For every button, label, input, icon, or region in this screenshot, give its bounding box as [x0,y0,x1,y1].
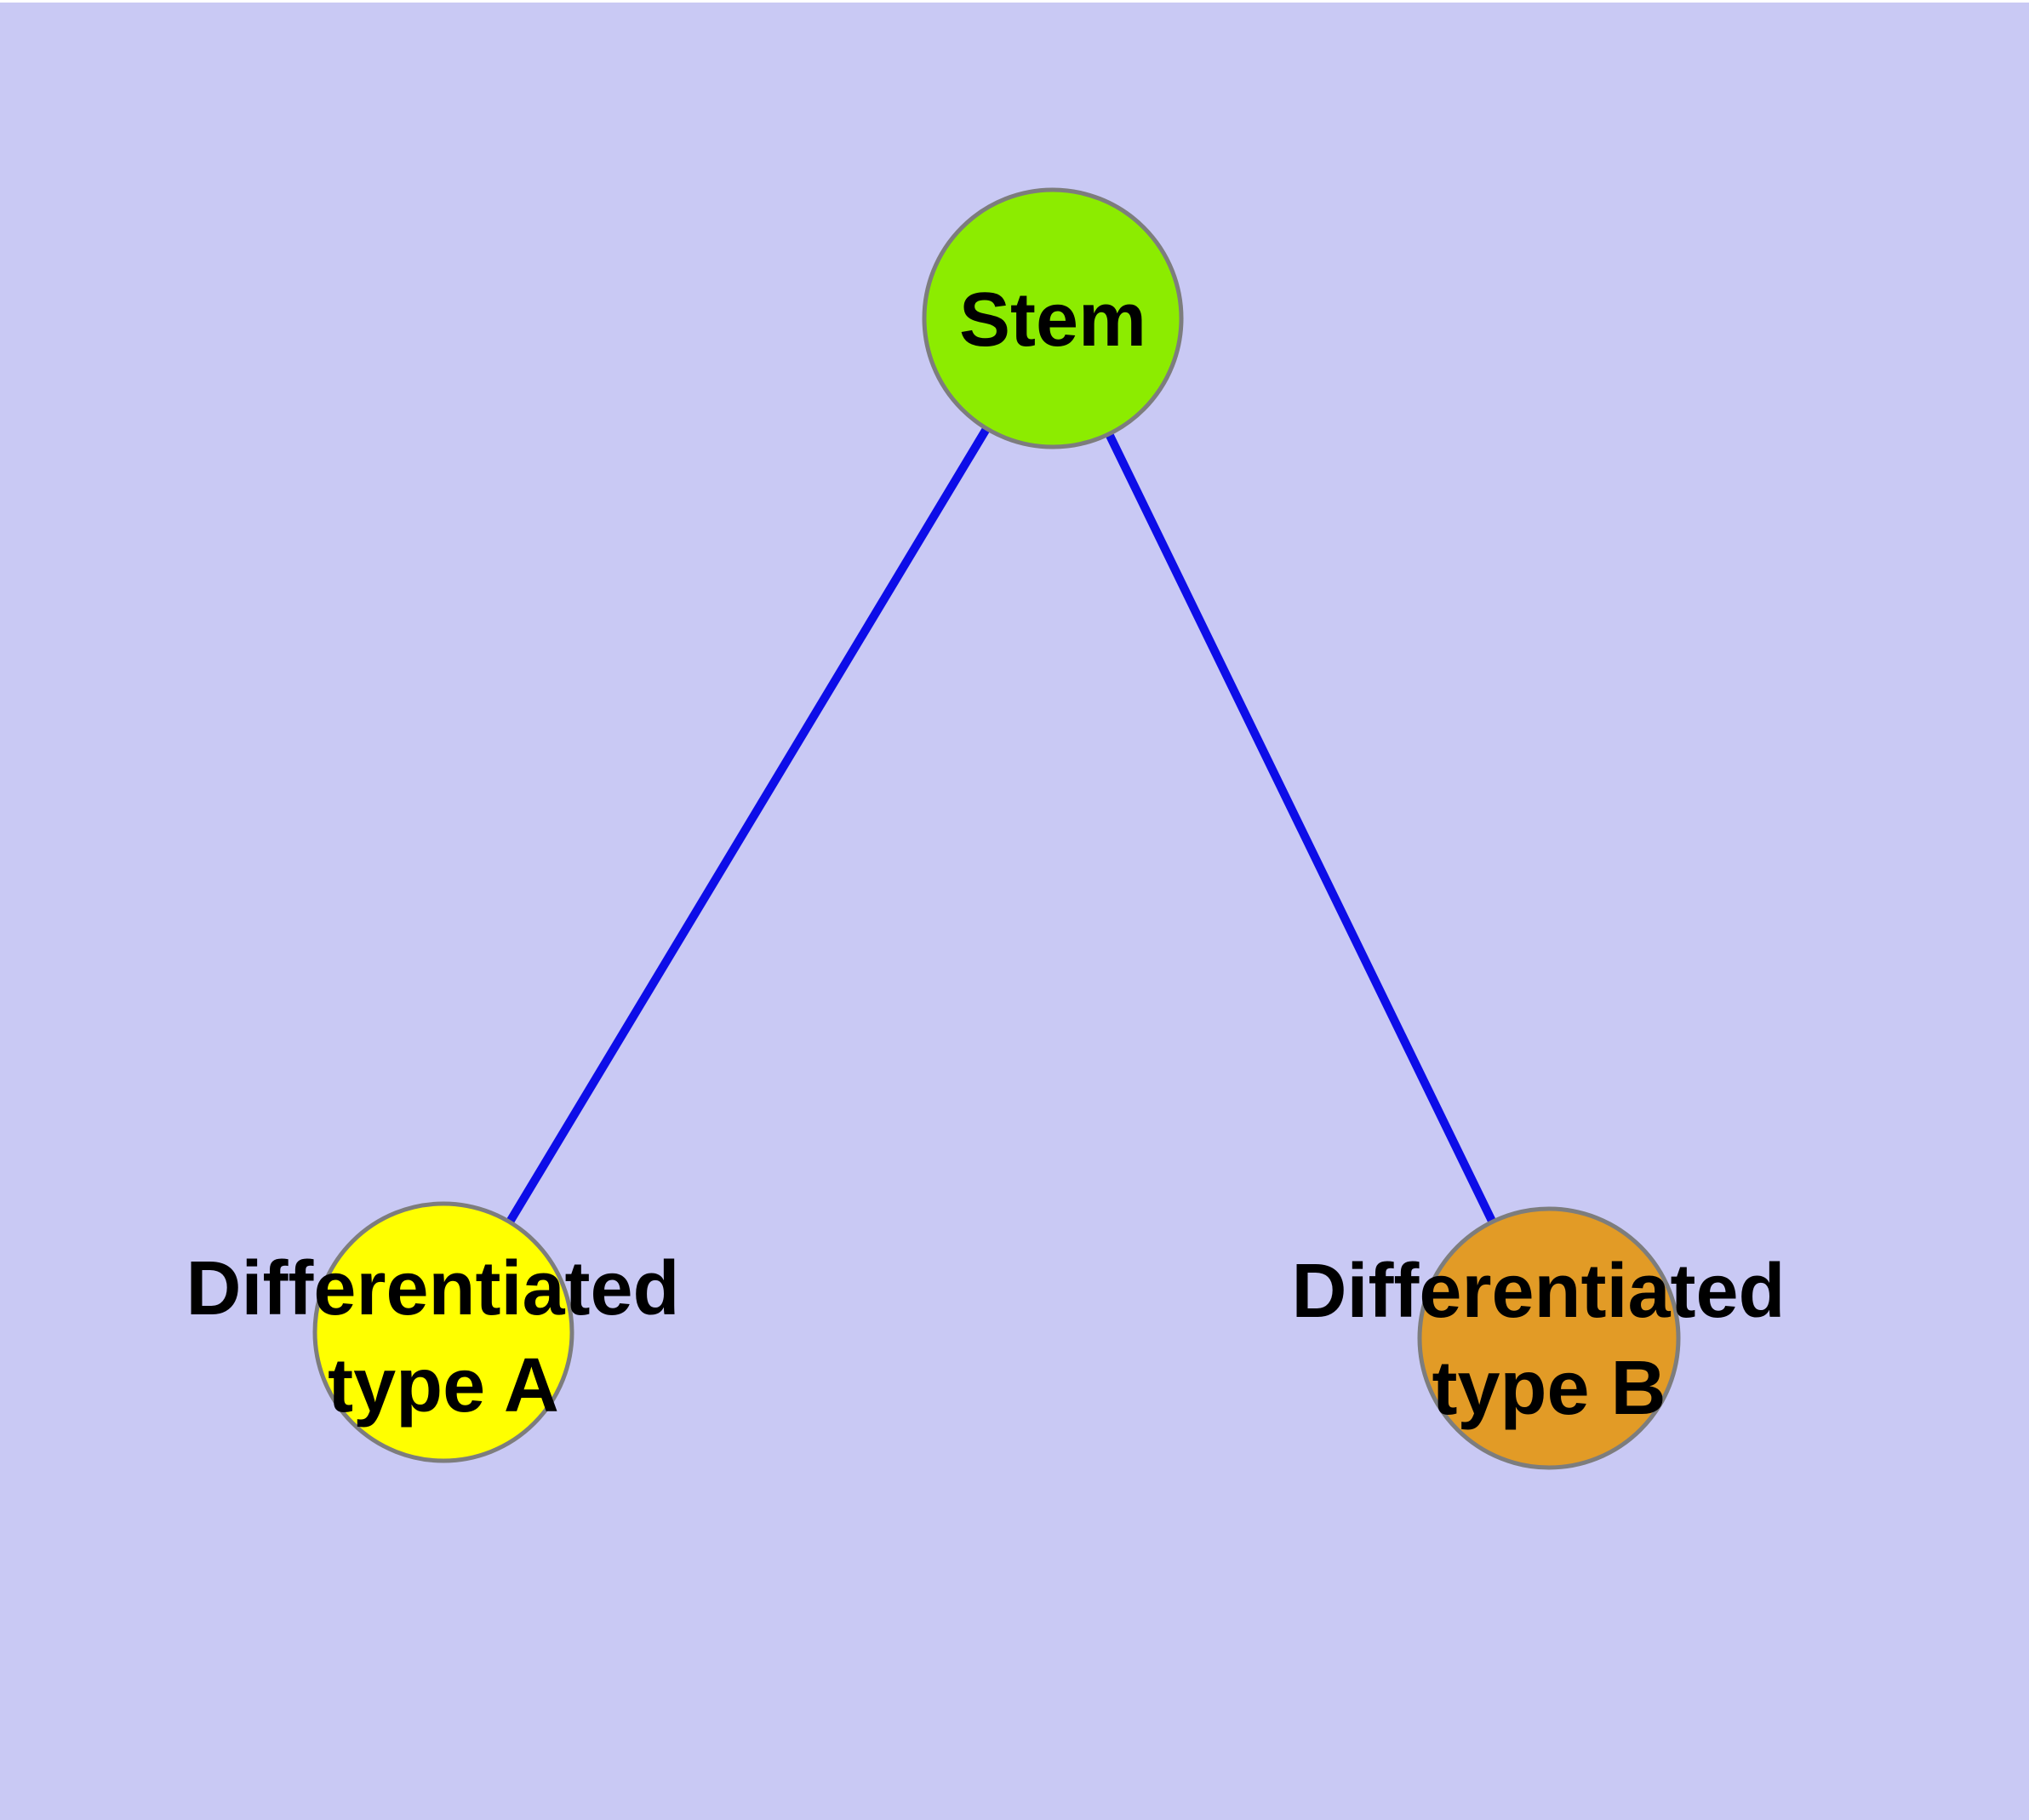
node-type-a [312,1201,574,1463]
node-label-type-a-line1: Differentiated [186,1246,679,1331]
node-label-type-b-line1: Differentiated [1291,1249,1785,1334]
node-label-type-b-line2: type B [1432,1346,1666,1431]
node-label-type-b: Differentiated type B [1291,1249,1806,1431]
edge-stem-to-type-b [1049,316,1553,1341]
node-label-type-a-line2: type A [328,1343,559,1428]
node-label-stem: Stem [959,278,1146,363]
node-stem [922,187,1184,449]
node-label-type-a: Differentiated type A [186,1246,700,1428]
edge-stem-to-type-a [439,316,1057,1335]
node-type-b [1417,1206,1681,1470]
